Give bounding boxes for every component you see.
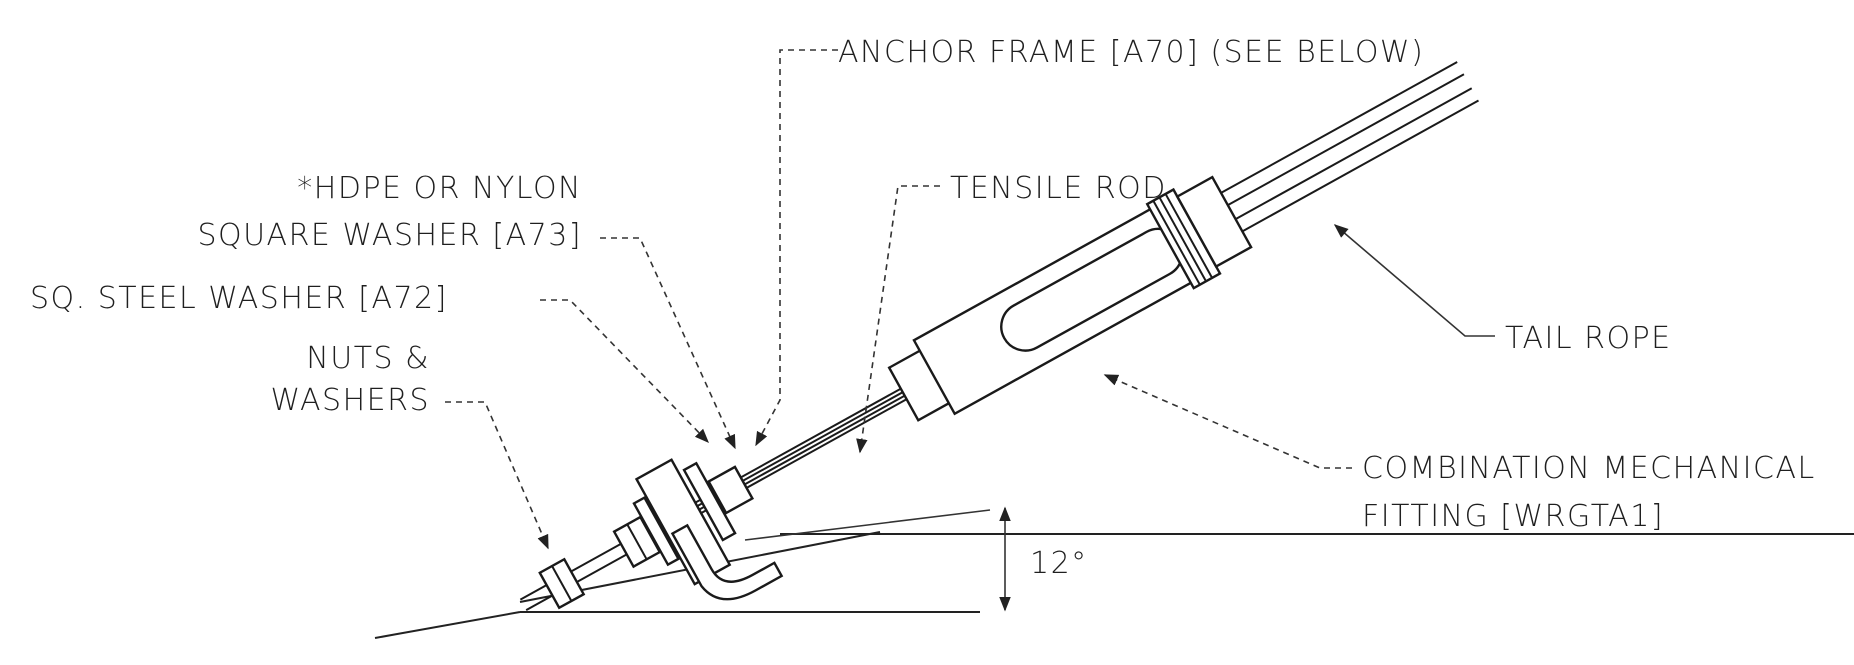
end-cap-line — [1152, 200, 1201, 286]
leader-lines — [445, 49, 1495, 550]
tensile-rod-leader — [856, 185, 940, 454]
labels: ANCHOR FRAME [A70] (SEE BELOW) *HDPE OR … — [30, 35, 1816, 534]
end-cap-line — [1158, 196, 1207, 282]
nuts-leader — [445, 401, 549, 550]
nuts-label-line1: NUTS & — [306, 341, 430, 376]
fitting-ferrule — [1175, 175, 1253, 269]
height-dimension: 12° — [999, 506, 1088, 612]
slope-extension-line — [744, 509, 991, 541]
steel-square-washer — [632, 496, 681, 567]
tail-rope-line — [1241, 99, 1479, 233]
anchor-assembly — [519, 61, 1479, 611]
tail-rope-line — [1235, 87, 1473, 221]
hdpe-washer-label-line2: SQUARE WASHER [A73] — [197, 218, 582, 253]
tail-rope-label: TAIL ROPE — [1505, 321, 1672, 356]
hdpe-washer-leader — [600, 237, 736, 450]
nuts-label-line2: WASHERS — [271, 383, 431, 418]
tail-rope-leader — [1333, 224, 1495, 337]
fitting-leader — [1103, 374, 1352, 469]
nut-divider — [551, 565, 573, 602]
hdpe-washer-label-line1: *HDPE OR NYLON — [297, 171, 582, 206]
frame-nut — [707, 465, 755, 515]
end-cap-line — [1164, 193, 1213, 279]
lower-slope-line — [374, 611, 521, 639]
steel-washer-label: SQ. STEEL WASHER [A72] — [30, 281, 448, 316]
nut-divider — [626, 523, 648, 560]
hdpe-square-washer — [682, 461, 737, 542]
tensile-rod-label: TENSILE ROD — [950, 171, 1167, 206]
anchor-frame-plate — [634, 458, 732, 586]
tail-rope-line — [1220, 61, 1458, 194]
steel-washer-leader — [540, 299, 710, 444]
fitting-label-line1: COMBINATION MECHANICAL — [1362, 451, 1816, 486]
fitting-label-line2: FITTING [WRGTA1] — [1362, 499, 1664, 534]
angle-label: 12° — [1030, 546, 1088, 581]
anchor-frame-leg — [670, 523, 784, 601]
anchor-frame-leader — [755, 49, 838, 447]
anchor-frame-label: ANCHOR FRAME [A70] (SEE BELOW) — [838, 35, 1424, 70]
tail-rope-line — [1227, 73, 1465, 207]
